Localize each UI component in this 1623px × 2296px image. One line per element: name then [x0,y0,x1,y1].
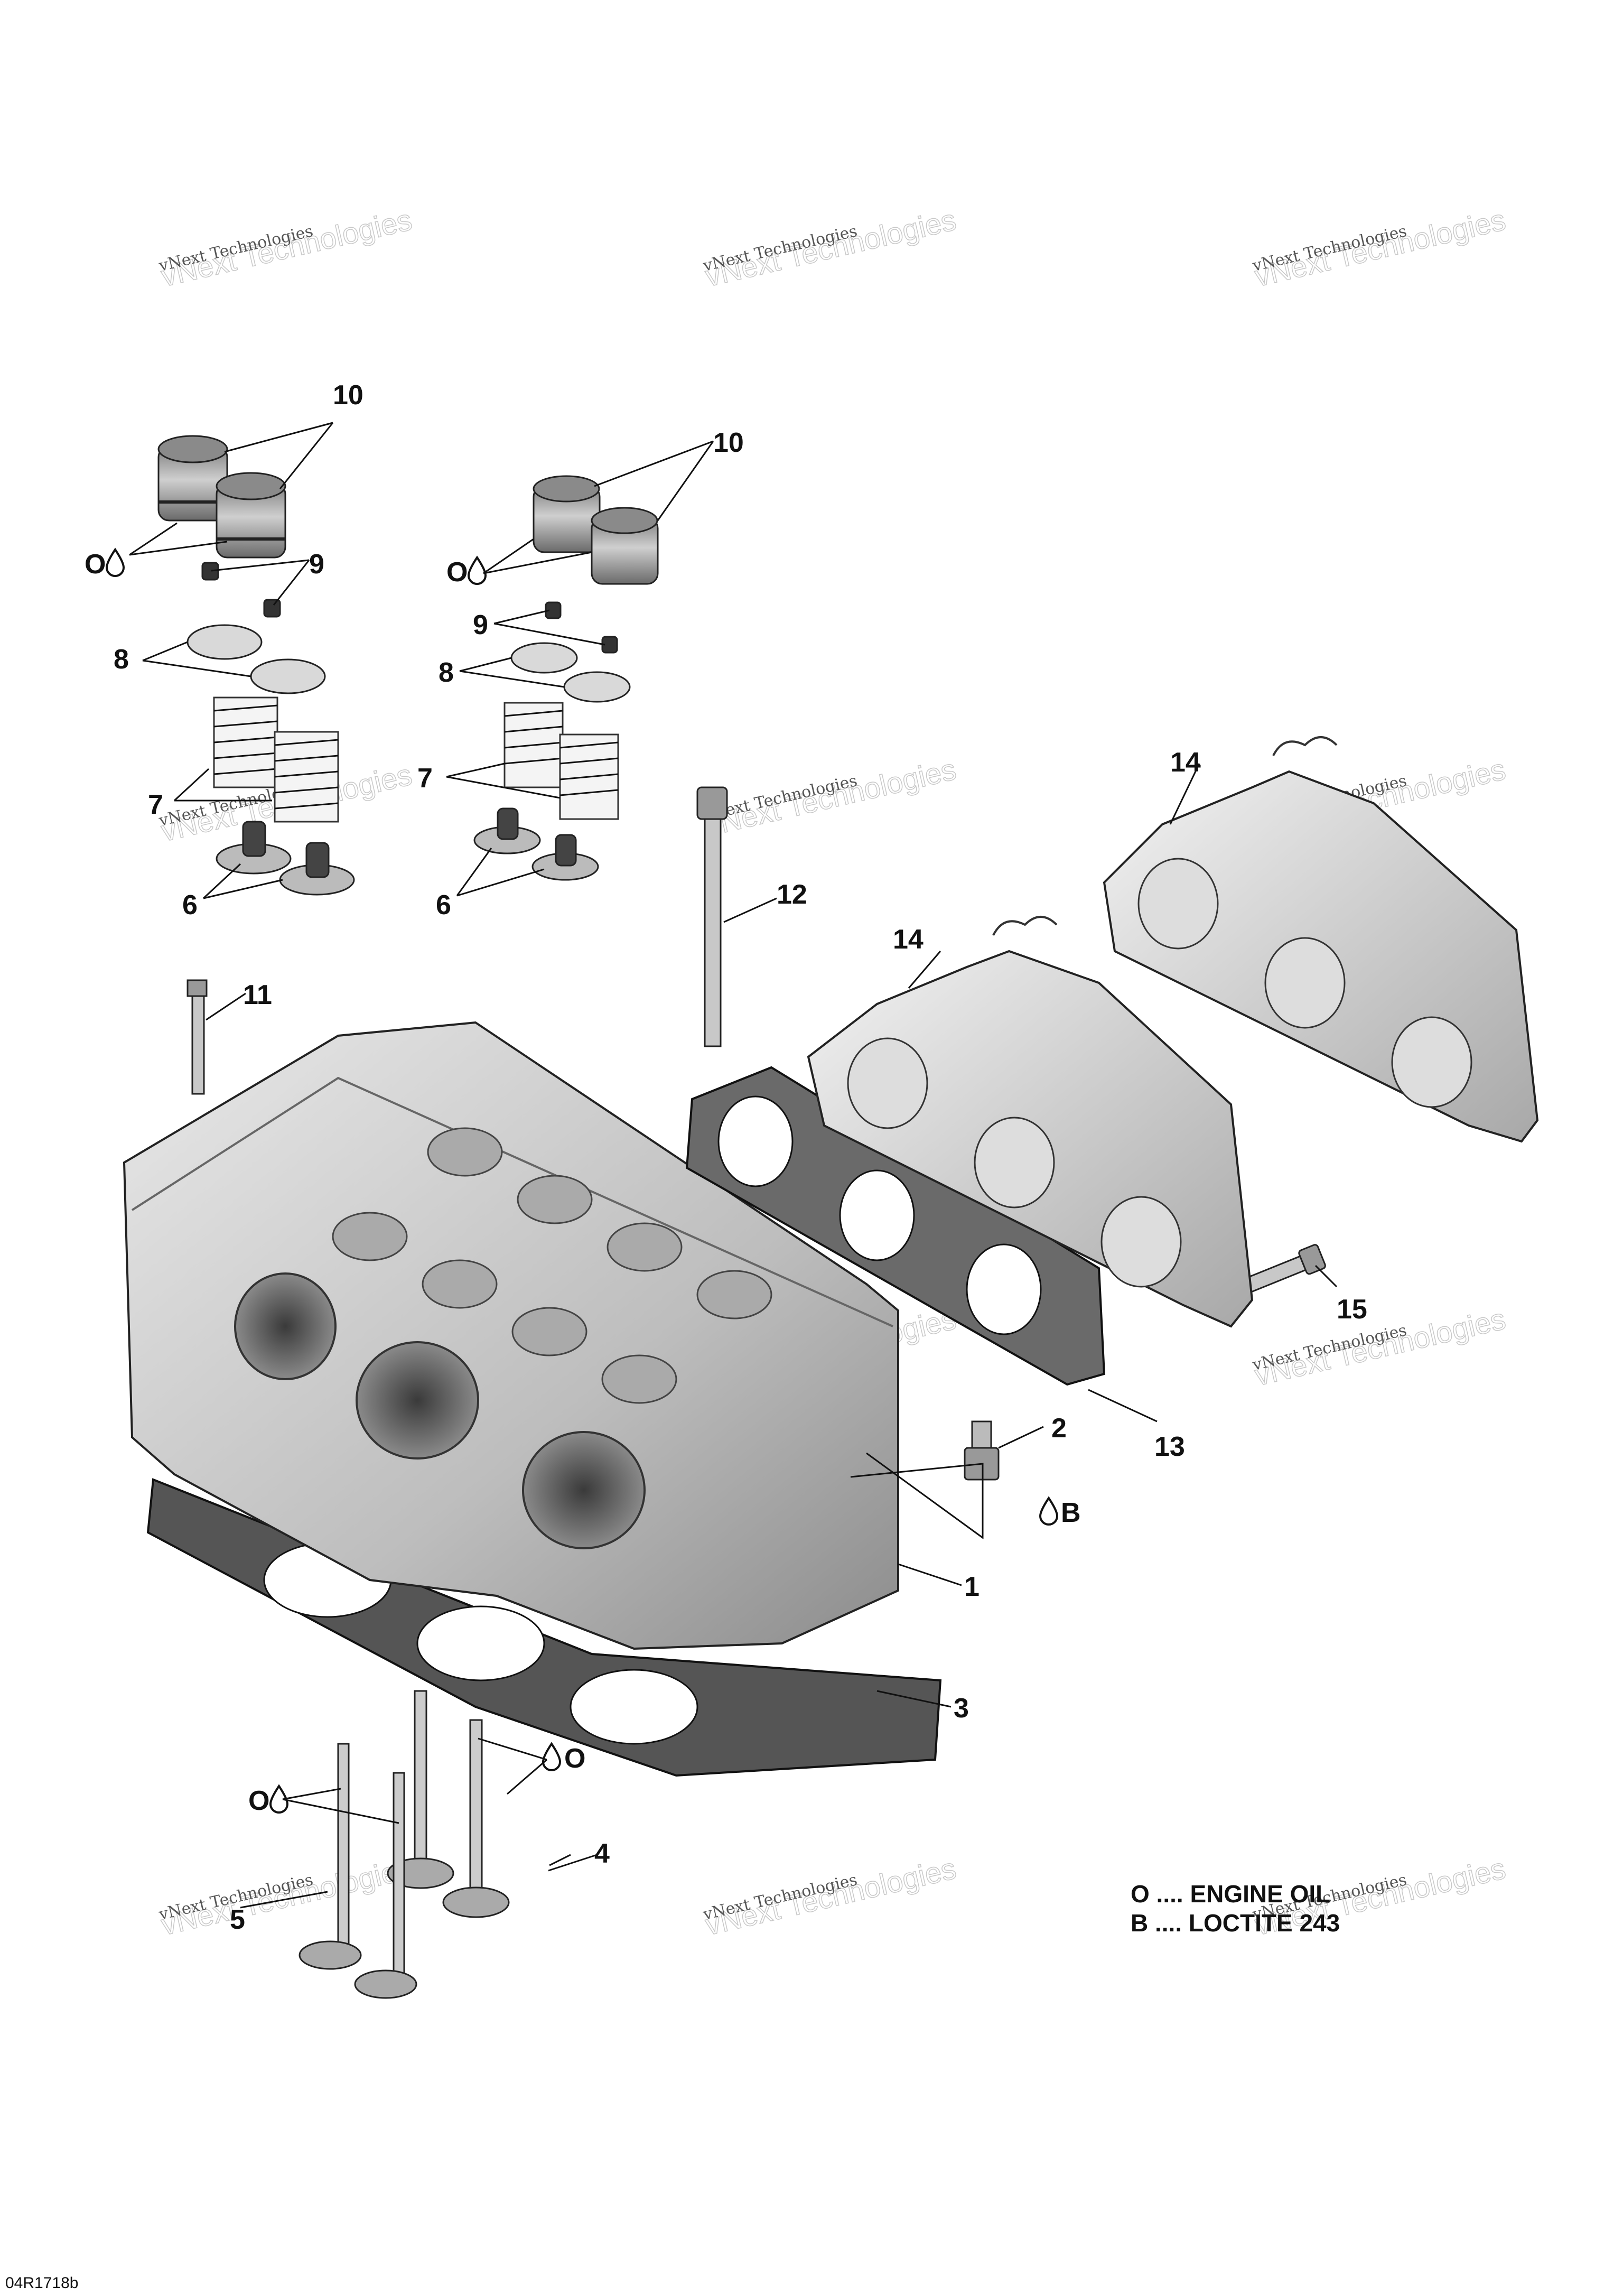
valve-keeper-part [201,562,219,581]
valve-keeper-part [263,599,281,618]
oil-drop-icon [542,1742,562,1771]
callout-2: 2 [1051,1413,1067,1444]
stud-fitting-part [964,1420,1000,1481]
engine-oil-symbol: O [85,547,125,580]
tappet-part [157,435,228,522]
lubricant-symbols: O O O O B [85,547,1081,1816]
callout-1: 1 [964,1572,980,1602]
leader-lines [129,422,1338,1909]
callout-10: 10 [713,427,744,458]
callout-15: 15 [1337,1294,1367,1325]
watermark: vNext Technologies vNext Technologies [1251,202,1509,293]
exhaust-manifold-rear-part [1103,736,1539,1143]
callout-8: 8 [439,657,454,688]
oil-drop-icon [105,547,125,577]
callout-6: 6 [436,890,451,921]
callout-7: 7 [417,763,433,794]
exhaust-manifold-front-part [807,916,1254,1328]
cylinder-head-bolt-long-part [696,786,728,1047]
oil-drop-icon [269,1784,289,1814]
manifold-bolt-part [1245,1244,1326,1293]
spring-retainer-part [510,642,578,674]
engine-oil-letter: O [564,1743,585,1774]
valve-stem-seal-part [216,821,292,875]
intake-valve-part [442,1719,510,1918]
valve-spring-part [559,733,619,820]
valve-spring-part [274,731,339,823]
callout-9: 9 [473,610,488,640]
tappet-part [216,472,286,559]
watermark: vNext Technologies vNext Technologies [701,752,959,843]
engine-oil-symbol: O [248,1784,289,1816]
callout-13: 13 [1154,1431,1185,1462]
valve-stem-seal-part [279,842,355,896]
watermark: vNext Technologies vNext Technologies [157,1851,415,1942]
callout-7: 7 [148,789,163,820]
callout-9: 9 [309,549,324,580]
watermark: vNext Technologies vNext Technologies [157,202,415,293]
loctite-letter: B [1061,1498,1081,1528]
exhaust-gasket-part [685,1066,1106,1386]
callout-3: 3 [954,1693,969,1724]
valve-stem-seal-part [473,807,541,854]
legend-loctite: B .... LOCTITE 243 [1131,1909,1340,1937]
callout-8: 8 [114,644,129,675]
watermark: vNext Technologies vNext Technologies [1251,1302,1509,1392]
exhaust-valve-part [354,1772,417,1999]
tappet-part [533,475,601,553]
legend-engine-oil: O .... ENGINE OIL [1131,1880,1330,1908]
valve-train-group-right [473,475,659,881]
callout-5: 5 [230,1904,245,1935]
callout-14: 14 [1170,747,1201,778]
engine-oil-letter: O [248,1786,269,1816]
exhaust-valve-part [299,1743,362,1970]
callouts: 10 10 9 9 8 8 7 7 6 6 11 12 14 14 15 13 … [114,380,1367,1935]
watermark: vNext Technologies vNext Technologies [701,202,959,293]
callout-12: 12 [777,879,807,910]
callout-4: 4 [594,1838,610,1869]
engine-oil-letter: O [446,557,468,588]
legend: O .... ENGINE OIL B .... LOCTITE 243 [1131,1880,1340,1937]
valve-spring-part [503,702,564,788]
engine-oil-letter: O [85,549,106,580]
callout-6: 6 [182,890,198,921]
cylinder-head-bolt-short-part [186,979,208,1095]
spring-retainer-part [186,624,263,660]
callout-11: 11 [243,980,272,1010]
oil-drop-icon [467,555,487,585]
spring-retainer-part [563,671,631,703]
valve-keeper-part [545,601,562,619]
valve-spring-part [213,696,278,788]
valve-train-group-left [157,435,355,896]
loctite-drop-icon [1039,1496,1059,1526]
watermark: vNext Technologies vNext Technologies [701,1851,959,1942]
drawing-code: 04R1718b [5,2274,78,2292]
callout-14: 14 [893,924,924,955]
callout-10: 10 [333,380,363,411]
engine-oil-symbol: O [446,555,487,588]
engine-oil-symbol: O [542,1742,585,1774]
tappet-part [591,507,659,585]
valve-stem-seal-part [531,834,599,881]
loctite-symbol: B [1039,1496,1081,1528]
spring-retainer-part [250,658,326,694]
